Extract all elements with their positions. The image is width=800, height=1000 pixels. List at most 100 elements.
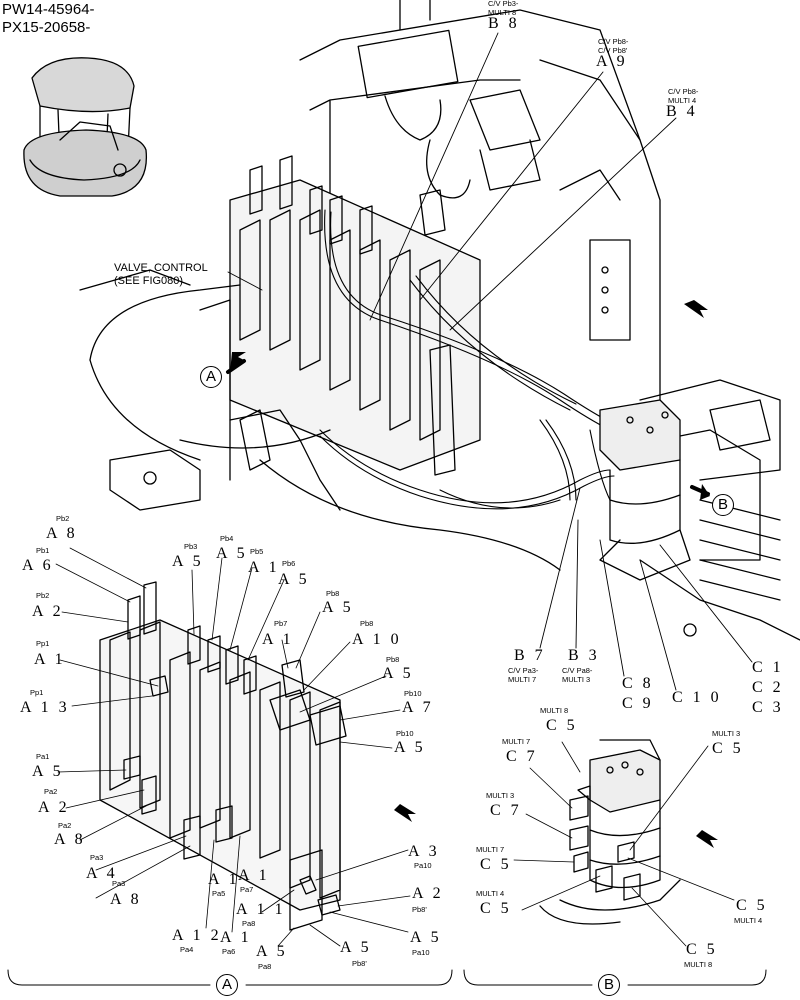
port-label: Pb8'	[412, 905, 427, 914]
part-code: A 5	[410, 929, 442, 946]
part-code: A 5	[216, 545, 248, 562]
swivel-joint-detail-b	[539, 739, 681, 925]
callout-b8-ref2: MULTI 8	[488, 8, 517, 17]
part-code: C 5	[546, 717, 578, 734]
port-label: Pb8	[386, 655, 400, 664]
port-label: Pa4	[180, 945, 194, 954]
port-label: Pa8	[242, 919, 256, 928]
part-code: A 7	[402, 699, 434, 716]
part-code: A 5	[322, 599, 354, 616]
part-code: C 5	[480, 900, 512, 917]
part-code: A 8	[46, 525, 78, 542]
callout-c9-code: C 9	[622, 695, 654, 712]
callout-b7-code: B 7	[514, 647, 546, 664]
part-code: C 5	[480, 856, 512, 873]
control-valve-main	[229, 155, 481, 476]
port-label: MULTI 3	[712, 729, 741, 738]
view-marker-a-bracket: A	[216, 974, 238, 996]
callout-b7-ref2: MULTI 7	[508, 675, 537, 684]
callout-c3-code: C 3	[752, 699, 784, 716]
port-label: Pa8	[258, 962, 272, 971]
leader-lines-a	[55, 547, 411, 947]
port-label: MULTI 3	[486, 791, 515, 800]
port-label: Pb7	[274, 619, 288, 628]
part-code: C 7	[490, 802, 522, 819]
callout-a9-code: A 9	[596, 53, 628, 70]
control-valve-detail-a	[99, 581, 347, 931]
part-code: A 1 2	[172, 927, 222, 944]
port-label: Pb8	[360, 619, 374, 628]
part-code: A 1 0	[352, 631, 402, 648]
callout-c8-code: C 8	[622, 675, 654, 692]
port-label: Pa2	[44, 787, 58, 796]
part-code: C 5	[712, 740, 744, 757]
port-label: MULTI 7	[476, 845, 505, 854]
part-code: A 4	[86, 865, 118, 882]
part-code: A 6	[22, 557, 54, 574]
callout-b3-code: B 3	[568, 647, 600, 664]
port-label: Pa6	[222, 947, 236, 956]
port-label: MULTI 4	[734, 916, 763, 925]
view-marker-b-bracket: B	[598, 974, 620, 996]
port-label: MULTI 8	[540, 706, 569, 715]
part-code: A 1 3	[20, 699, 70, 716]
part-code: A 8	[54, 831, 86, 848]
callout-b4-ref: C/V Pb8-	[668, 87, 699, 96]
part-code: C 5	[686, 941, 718, 958]
port-label: Pa2	[58, 821, 72, 830]
callout-b3-ref1: C/V Pa8-	[562, 666, 593, 675]
callout-c1-code: C 1	[752, 659, 784, 676]
port-label: Pb1	[36, 546, 50, 555]
part-code: A 1	[238, 867, 270, 884]
port-label: Pa7	[240, 885, 254, 894]
part-code: A 2	[412, 885, 444, 902]
part-code: A 2	[32, 603, 64, 620]
part-code: A 1	[248, 559, 280, 576]
port-label: MULTI 4	[476, 889, 505, 898]
callout-b3-ref2: MULTI 3	[562, 675, 591, 684]
port-label: Pb2	[36, 591, 50, 600]
part-code: A 1	[220, 929, 252, 946]
port-label: Pb4	[220, 534, 234, 543]
part-code: A 1 1	[236, 901, 286, 918]
port-label: Pa3	[112, 879, 126, 888]
callout-b8-code: B 8	[488, 15, 520, 32]
part-code: A 5	[394, 739, 426, 756]
port-label: Pb8	[326, 589, 340, 598]
callout-b4-code: B 4	[666, 103, 698, 120]
port-label: Pb10	[396, 729, 414, 738]
port-label: Pb8'	[352, 959, 367, 968]
serial-range-line2: PX15-20658-	[2, 19, 91, 36]
callout-b7-ref1: C/V Pa3-	[508, 666, 539, 675]
callout-b8-ref: C/V Pb3-	[488, 0, 519, 8]
port-label: Pb10	[404, 689, 422, 698]
port-label: Pp1	[36, 639, 50, 648]
part-code: C 5	[736, 897, 768, 914]
port-label: Pp1	[30, 688, 44, 697]
port-label: Pa3	[90, 853, 104, 862]
part-code: A 1	[208, 871, 240, 888]
serial-range-line1: PW14-45964-	[2, 1, 95, 18]
part-code: A 5	[172, 553, 204, 570]
part-code: A 5	[340, 939, 372, 956]
port-label: Pb2	[56, 514, 70, 523]
callout-c2-code: C 2	[752, 679, 784, 696]
view-marker-a-main: A	[200, 366, 222, 388]
leader-lines-main	[227, 32, 753, 691]
callout-b4-ref2: MULTI 4	[668, 96, 697, 105]
port-label: Pb5	[250, 547, 264, 556]
machine-thumbnail	[23, 57, 148, 197]
part-code: A 5	[32, 763, 64, 780]
part-code: A 5	[278, 571, 310, 588]
view-marker-b-main: B	[712, 494, 734, 516]
part-code: A 5	[382, 665, 414, 682]
callout-a9-ref: C/V Pb8-	[598, 37, 629, 46]
leader-lines-b	[513, 741, 735, 947]
port-label: Pa10	[412, 948, 430, 957]
port-label: Pa5	[212, 889, 226, 898]
port-label: Pa10	[414, 861, 432, 870]
part-code: A 8	[110, 891, 142, 908]
valve-note-line1: VALVE, CONTROL	[114, 262, 208, 274]
